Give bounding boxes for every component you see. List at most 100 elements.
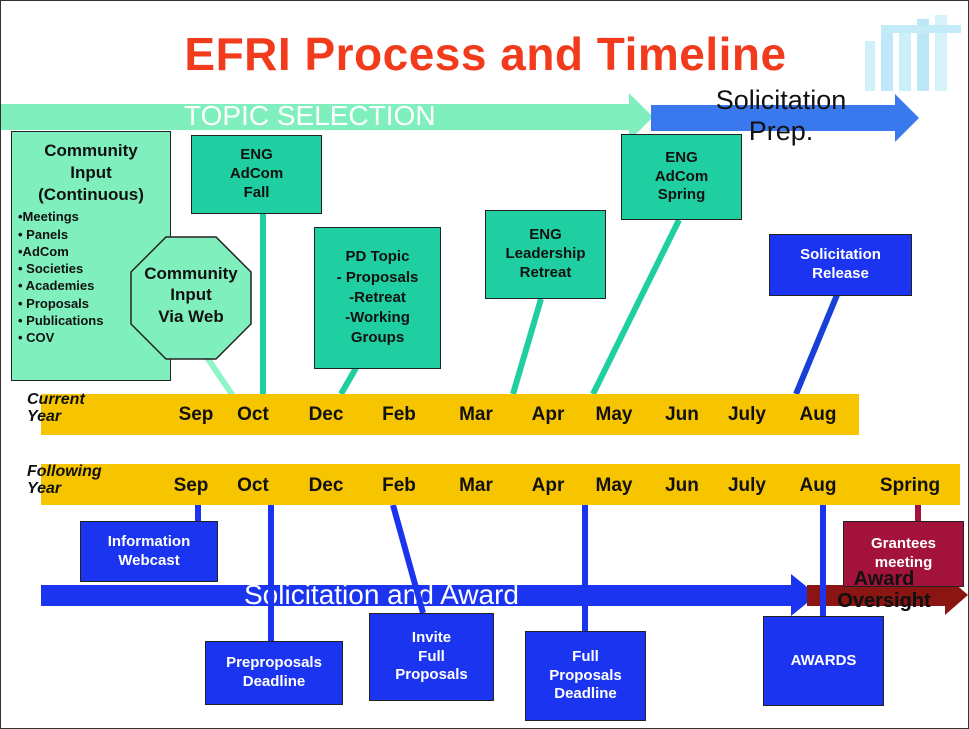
following-year-band (41, 464, 960, 505)
connector-release (793, 293, 840, 396)
following-month: Mar (459, 475, 493, 496)
year-label-line: Year (27, 479, 62, 497)
following-month: Dec (308, 475, 344, 496)
community-bullets: •Meetings • Panels •AdCom • Societies • … (18, 208, 164, 346)
connector-web (203, 354, 236, 398)
box-line: Spring (657, 186, 706, 204)
eng-adcom-fall-box: ENG AdCom Fall (191, 135, 322, 214)
eng-leadership-retreat-box: ENG Leadership Retreat (485, 210, 606, 299)
box-line: Full (572, 647, 599, 665)
box-line: Solicitation (800, 246, 881, 264)
grantees-meeting-box: Grantees meeting (843, 521, 964, 587)
box-line: Deadline (554, 685, 617, 703)
box-line: ENG (665, 148, 698, 166)
solicitation-award-label: Solicitation and Award (244, 579, 519, 610)
following-month: Sep (173, 475, 209, 496)
box-line: AWARDS (790, 651, 857, 669)
web-octagon-line: Input (170, 285, 212, 305)
invite-full-proposals-box: Invite Full Proposals (369, 613, 494, 701)
following-month: Feb (382, 475, 416, 496)
box-line: meeting (874, 554, 933, 571)
current-year-label: Current Year (27, 391, 85, 426)
current-month: May (595, 404, 633, 425)
full-proposals-deadline-box: Full Proposals Deadline (525, 631, 646, 721)
box-line: Grantees (870, 535, 937, 553)
web-octagon-line: Community (144, 264, 238, 283)
following-month: Aug (799, 475, 837, 496)
community-bullet: • Publications (18, 312, 104, 328)
current-month: Dec (308, 404, 344, 425)
box-line: Full (418, 647, 445, 665)
current-month: Apr (531, 404, 565, 425)
year-label-line: Current (27, 391, 85, 408)
community-title-line: Community (44, 141, 138, 160)
box-line: Proposals (395, 666, 468, 684)
current-month: Aug (799, 404, 837, 425)
solicitation-award-arrow (41, 574, 817, 616)
community-bullet: •Meetings (18, 209, 79, 225)
following-month: Spring (879, 475, 941, 496)
web-octagon-label: Community Input Via Web (130, 263, 252, 327)
following-year-label: Following Year (27, 463, 102, 498)
box-line: -Working (345, 309, 410, 327)
box-line: AdCom (229, 165, 284, 183)
following-month: May (595, 475, 633, 496)
preproposals-deadline-box: Preproposals Deadline (205, 641, 343, 705)
community-title-line: Input (70, 163, 112, 183)
eng-adcom-spring-box: ENG AdCom Spring (621, 134, 742, 220)
solicitation-prep-arrow (651, 94, 919, 142)
box-line: Deadline (242, 673, 306, 690)
following-month: Oct (237, 475, 269, 496)
following-month: July (727, 475, 767, 496)
year-label-line: Year (27, 407, 62, 425)
box-line: Information (107, 532, 191, 550)
connector-eng-retreat (510, 298, 544, 395)
current-month: Feb (382, 404, 416, 425)
box-line: AdCom (654, 167, 709, 185)
connector-invite (390, 504, 426, 614)
community-title-line: (Continuous) (38, 185, 144, 205)
box-line: Proposals (549, 666, 622, 684)
box-line: -Retreat (349, 288, 406, 306)
awards-box: AWARDS (763, 616, 884, 706)
web-octagon-line: Via Web (158, 306, 224, 326)
current-year-band (41, 394, 859, 435)
box-line: ENG (240, 146, 273, 164)
award-oversight-label-overlay: Award Oversight (837, 568, 931, 612)
community-bullet: • Societies (18, 261, 84, 277)
community-bullet: • COV (18, 330, 55, 346)
current-month: Oct (237, 404, 269, 425)
following-month: Jun (665, 475, 699, 496)
box-line: PD Topic (345, 248, 410, 266)
box-line: ENG (529, 226, 562, 244)
box-line: Retreat (519, 263, 572, 281)
web-octagon-shape (130, 236, 252, 360)
current-month: Jun (665, 404, 699, 425)
current-month: July (727, 404, 767, 425)
topic-selection-label: TOPIC SELECTION (184, 100, 436, 131)
community-input-title: Community Input (Continuous) (18, 140, 164, 206)
solicitation-prep-label: Solicitation Prep. (715, 85, 847, 147)
box-line: Webcast (118, 551, 180, 569)
community-bullet: • Proposals (18, 295, 90, 311)
community-bullet: • Panels (18, 226, 69, 242)
box-line: Release (812, 265, 869, 282)
community-input-box: Community Input (Continuous) •Meetings •… (11, 131, 171, 381)
current-month: Sep (178, 404, 214, 425)
topic-selection-arrow (1, 93, 653, 141)
logo-icon (865, 15, 961, 91)
connector-eng-spring (590, 218, 682, 396)
solicitation-release-box: Solicitation Release (769, 234, 912, 296)
box-line: Leadership (505, 245, 586, 263)
year-label-line: Following (27, 463, 102, 480)
following-month: Apr (531, 475, 565, 496)
current-month: Mar (459, 404, 493, 425)
box-line: Fall (243, 183, 270, 201)
box-line: Invite (411, 628, 452, 646)
box-line: Preproposals (226, 654, 322, 672)
box-line: Groups (350, 329, 405, 347)
community-bullet: •AdCom (18, 243, 69, 259)
